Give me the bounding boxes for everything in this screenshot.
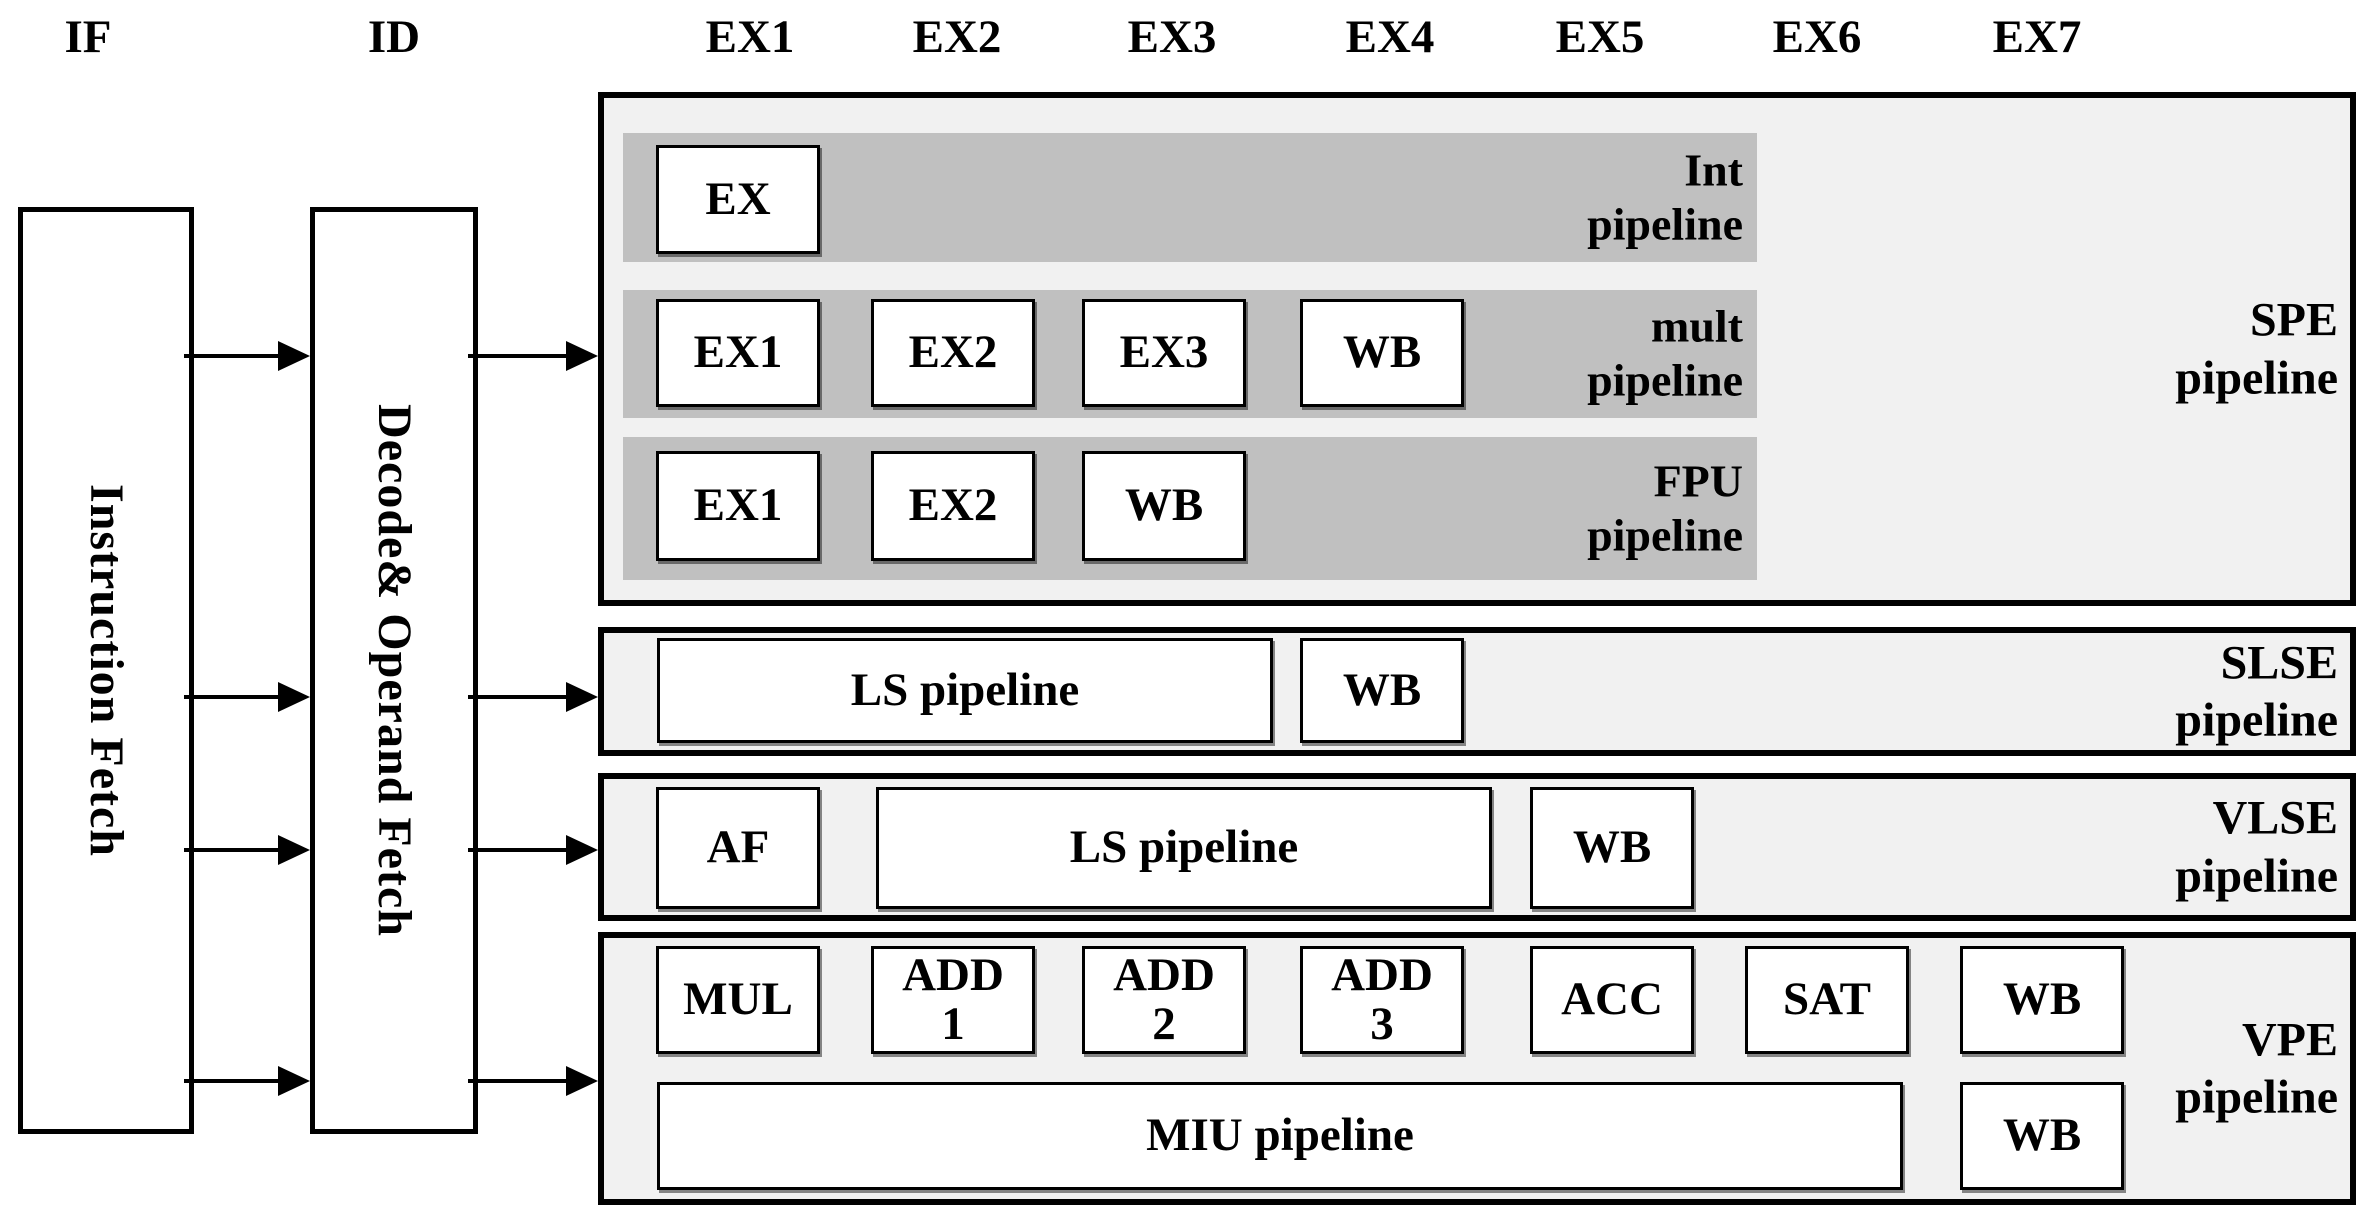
mult-pipeline-label: mult pipeline <box>1587 300 1743 406</box>
stage-header-id: ID <box>367 11 421 63</box>
spe-pipeline-label: SPE pipeline <box>2175 293 2338 404</box>
arrowhead-id-vlse <box>566 835 598 865</box>
vpe-stage-mul: MUL <box>656 946 820 1054</box>
arrowhead-id-slse <box>566 682 598 712</box>
arrow-id-vpe <box>468 1079 568 1083</box>
spe-pipeline-panel: Int pipeline mult pipeline FPU pipeline … <box>598 92 2356 606</box>
vpe-stage-sat: SAT <box>1745 946 1909 1054</box>
stage-header-ex4: EX4 <box>1345 11 1435 63</box>
arrow-if-id-2 <box>184 695 280 699</box>
instruction-fetch-label: Instruction Fetch <box>79 484 133 857</box>
vpe-pipeline-label: VPE pipeline <box>2175 1012 2338 1124</box>
stage-header-ex1: EX1 <box>705 11 795 63</box>
stage-header-ex2: EX2 <box>912 11 1002 63</box>
mult-stage-wb: WB <box>1300 299 1464 407</box>
fpu-stage-ex1: EX1 <box>656 451 820 561</box>
arrow-if-id-4 <box>184 1079 280 1083</box>
mult-stage-ex2: EX2 <box>871 299 1035 407</box>
stage-header-if: IF <box>64 11 112 63</box>
mult-stage-ex3: EX3 <box>1082 299 1246 407</box>
vpe-stage-add2: ADD 2 <box>1082 946 1246 1054</box>
vlse-stage-af: AF <box>656 787 820 909</box>
arrow-id-slse <box>468 695 568 699</box>
decode-operand-fetch-label: Decode& Operand Fetch <box>367 404 421 937</box>
int-stage-ex: EX <box>656 145 820 254</box>
int-pipeline-label: Int pipeline <box>1587 144 1743 250</box>
arrowhead-if-id-3 <box>278 835 310 865</box>
vpe-stage-add3: ADD 3 <box>1300 946 1464 1054</box>
arrow-if-id-3 <box>184 848 280 852</box>
arrowhead-id-spe <box>566 341 598 371</box>
vlse-pipeline-label: VLSE pipeline <box>2175 791 2338 902</box>
stage-header-ex3: EX3 <box>1127 11 1217 63</box>
stage-header-ex7: EX7 <box>1992 11 2082 63</box>
instruction-fetch-box: Instruction Fetch <box>18 207 194 1134</box>
slse-stage-ls: LS pipeline <box>657 638 1273 743</box>
arrow-id-vlse <box>468 848 568 852</box>
vpe-stage-add1: ADD 1 <box>871 946 1035 1054</box>
vlse-pipeline-panel: AF LS pipeline WB VLSE pipeline <box>598 773 2356 921</box>
arrow-if-id-1 <box>184 354 280 358</box>
slse-stage-wb: WB <box>1300 638 1464 743</box>
vlse-stage-ls: LS pipeline <box>876 787 1492 909</box>
arrowhead-if-id-4 <box>278 1066 310 1096</box>
slse-pipeline-label: SLSE pipeline <box>2175 635 2338 747</box>
arrowhead-if-id-2 <box>278 682 310 712</box>
arrowhead-if-id-1 <box>278 341 310 371</box>
arrowhead-id-vpe <box>566 1066 598 1096</box>
slse-pipeline-panel: LS pipeline WB SLSE pipeline <box>598 627 2356 756</box>
vpe-pipeline-panel: MUL ADD 1 ADD 2 ADD 3 ACC SAT WB MIU pip… <box>598 932 2356 1205</box>
mult-stage-ex1: EX1 <box>656 299 820 407</box>
vpe-stage-acc: ACC <box>1530 946 1694 1054</box>
vpe-stage-miu: MIU pipeline <box>657 1082 1903 1190</box>
fpu-pipeline-label: FPU pipeline <box>1587 455 1743 561</box>
stage-header-ex6: EX6 <box>1772 11 1862 63</box>
decode-operand-fetch-box: Decode& Operand Fetch <box>310 207 478 1134</box>
vlse-stage-wb: WB <box>1530 787 1694 909</box>
fpu-stage-wb: WB <box>1082 451 1246 561</box>
vpe-stage-wb1: WB <box>1960 946 2124 1054</box>
arrow-id-spe <box>468 354 568 358</box>
vpe-stage-wb2: WB <box>1960 1082 2124 1190</box>
fpu-stage-ex2: EX2 <box>871 451 1035 561</box>
stage-header-ex5: EX5 <box>1555 11 1645 63</box>
